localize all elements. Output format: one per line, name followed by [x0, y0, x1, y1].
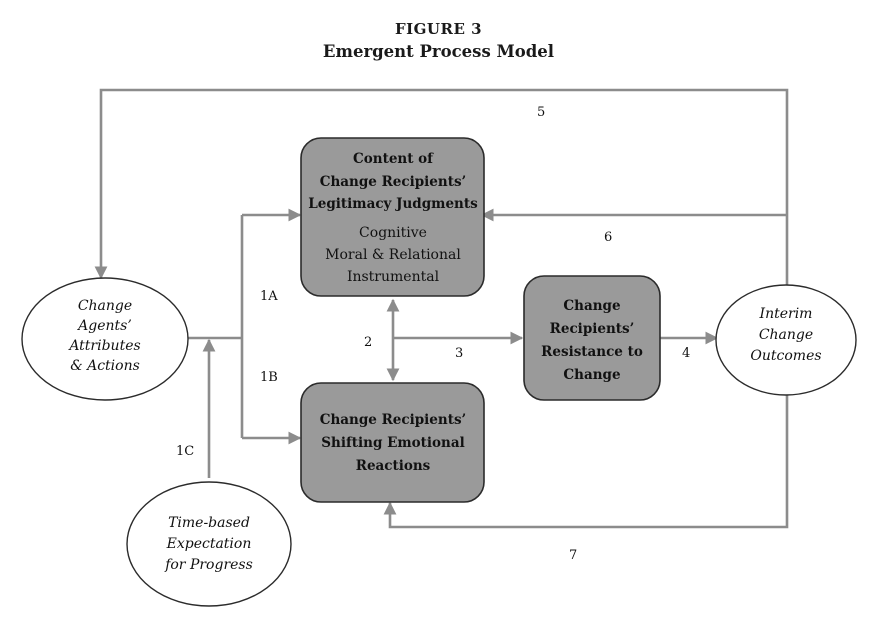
edge-7-line	[383, 392, 789, 529]
figure-title: Emergent Process Model	[322, 42, 555, 61]
edge-label-1c: 1C	[176, 444, 194, 459]
expectation-line: Time-based	[168, 515, 250, 531]
agents-line: Attributes	[67, 338, 140, 354]
legitimacy-heading-line: Change Recipients’	[320, 174, 467, 190]
emotional-text: Change Recipients’ Shifting Emotional Re…	[320, 412, 467, 474]
edge-label-3: 3	[455, 346, 463, 361]
agents-line: & Actions	[70, 358, 140, 374]
outcomes-oval	[715, 284, 857, 396]
edge-label-1b: 1B	[260, 370, 278, 385]
agents-line: Agents’	[76, 318, 132, 334]
legitimacy-box	[300, 137, 485, 297]
figure-number: FIGURE 3	[394, 20, 483, 38]
expectation-line: for Progress	[164, 557, 253, 573]
emotional-heading-line: Reactions	[356, 458, 431, 474]
outcomes-line: Outcomes	[750, 348, 821, 364]
legitimacy-item: Moral & Relational	[325, 247, 461, 263]
edge-labels: 1A 1B 1C 2 3 4 5 6 7	[176, 105, 690, 563]
legitimacy-item: Cognitive	[359, 225, 427, 241]
emotional-heading-line: Shifting Emotional	[321, 435, 464, 451]
edge-label-7: 7	[569, 548, 577, 563]
edge-5-line	[94, 88, 789, 287]
edge-label-5: 5	[537, 105, 545, 120]
emotional-heading-line: Change Recipients’	[320, 412, 467, 428]
legitimacy-heading-line: Legitimacy Judgments	[308, 196, 478, 212]
resistance-heading-line: Change	[563, 298, 620, 314]
legitimacy-heading-line: Content of	[353, 151, 434, 167]
connectors	[94, 88, 789, 529]
resistance-heading-line: Recipients’	[550, 321, 635, 337]
edge-label-2: 2	[364, 335, 372, 350]
resistance-text: Change Recipients’ Resistance to Change	[541, 298, 643, 383]
edge-label-6: 6	[604, 230, 612, 245]
expectation-text: Time-based Expectation for Progress	[164, 515, 253, 573]
outcomes-text: Interim Change Outcomes	[750, 306, 821, 364]
resistance-heading-line: Change	[563, 367, 620, 383]
agents-oval	[21, 277, 189, 401]
agents-text: Change Agents’ Attributes & Actions	[67, 298, 140, 374]
outcomes-line: Change	[759, 327, 813, 343]
edge-label-1a: 1A	[260, 289, 278, 304]
outcomes-line: Interim	[759, 306, 813, 322]
edge-label-4: 4	[682, 346, 690, 361]
resistance-heading-line: Resistance to	[541, 344, 643, 360]
legitimacy-item: Instrumental	[347, 269, 440, 285]
legitimacy-text: Content of Change Recipients’ Legitimacy…	[308, 151, 478, 285]
expectation-oval	[126, 481, 292, 607]
emotional-box	[300, 382, 485, 503]
expectation-line: Expectation	[166, 536, 252, 552]
resistance-box	[523, 275, 661, 401]
agents-line: Change	[78, 298, 132, 314]
